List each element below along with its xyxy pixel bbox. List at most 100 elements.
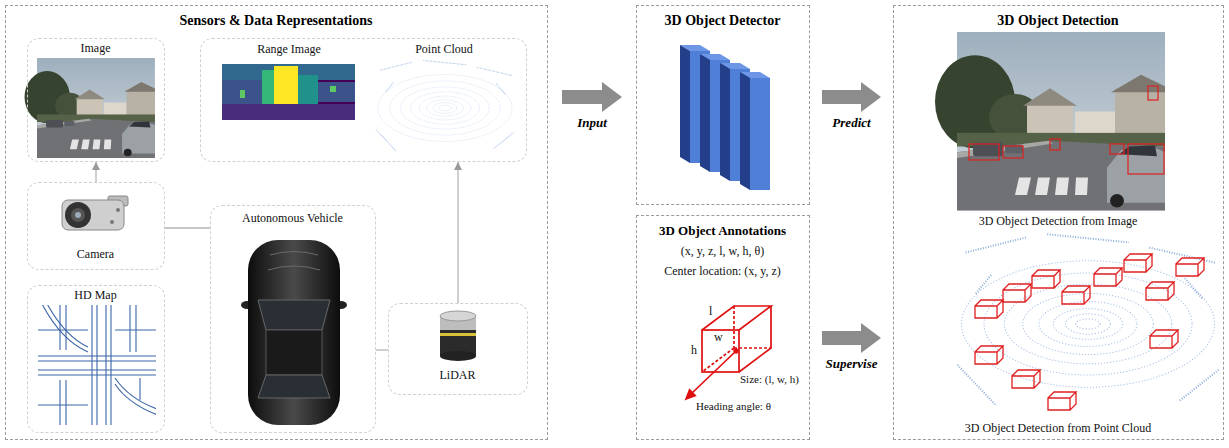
connector-part xyxy=(96,82,881,353)
detection-pointcloud-part xyxy=(1003,284,1031,302)
flow-arrow xyxy=(822,82,881,112)
camera-icon-part xyxy=(116,208,120,212)
camera-icon-part xyxy=(62,200,124,230)
camera-icon-part xyxy=(65,202,91,228)
network-blocks-part xyxy=(750,78,770,190)
detection-pointcloud-part xyxy=(1032,270,1060,288)
lidar-icon-part xyxy=(440,316,476,356)
node-label: Camera xyxy=(28,247,163,261)
panel-title: 3D Object Detector xyxy=(637,13,808,30)
detection-pointcloud-part xyxy=(1012,370,1040,388)
lidar-icon-part xyxy=(440,351,476,361)
car-topview-part xyxy=(258,300,330,330)
dimension-label: l xyxy=(709,304,712,318)
detection-pointcloud-part xyxy=(957,234,1218,405)
bounding-cube-part xyxy=(691,351,736,394)
camera-icon-part xyxy=(110,220,114,224)
panel-box: 3D Object Detection3D Object Detection f… xyxy=(893,5,1224,440)
node-label: 3D Object Detection from Image xyxy=(894,214,1222,228)
node-label: Center location: (x, y, z) xyxy=(637,264,808,278)
street-photo xyxy=(25,58,155,158)
sensor-box: Image xyxy=(27,38,165,162)
panel-title: Sensors & Data Representations xyxy=(6,13,546,30)
detection-photo-part-part xyxy=(1148,86,1158,100)
range-image xyxy=(222,64,355,120)
detection-photo-part-part xyxy=(1110,144,1124,154)
dimension-label: h xyxy=(691,343,697,357)
car-topview-part xyxy=(248,240,340,425)
detection-photo-part-part xyxy=(969,144,999,160)
bounding-cube-part xyxy=(686,390,695,399)
detection-pointcloud-part-part xyxy=(957,234,1218,405)
hd-map-part xyxy=(38,330,156,405)
point-cloud-part xyxy=(376,60,514,151)
detection-pointcloud-part xyxy=(1176,258,1204,276)
hd-map xyxy=(38,305,156,425)
panel-title: 3D Object Annotations xyxy=(637,223,808,239)
range-image-part xyxy=(222,64,355,120)
hd-map-part xyxy=(60,305,140,425)
car-topview-part xyxy=(258,375,330,398)
range-image-part xyxy=(298,75,318,105)
detection-photo xyxy=(935,32,1165,210)
bounding-cube-part xyxy=(702,306,771,330)
bounding-cube-part xyxy=(702,306,771,372)
connector-line xyxy=(376,349,388,350)
node-label: Autonomous Vehicle xyxy=(211,211,374,225)
lidar-icon xyxy=(440,311,476,361)
car-topview-part xyxy=(266,330,322,375)
detection-photo-part-part xyxy=(1050,139,1060,150)
detection-pointcloud-part xyxy=(975,346,1003,364)
sensor-box: Camera xyxy=(27,182,165,270)
bounding-cube-part xyxy=(734,349,738,353)
range-image-part xyxy=(240,90,245,98)
node-label: Heading angle: θ xyxy=(696,400,802,413)
network-blocks xyxy=(680,45,770,190)
dimension-label: w xyxy=(714,330,723,344)
camera-icon xyxy=(62,196,128,230)
flow-arrow xyxy=(822,323,881,353)
detection-photo-part-part xyxy=(1003,146,1023,158)
hd-map-part xyxy=(40,305,88,352)
panel-box: 3D Object Annotations (x, y, z, l, w, h, … xyxy=(636,215,810,440)
panel-box: 3D Object Detector xyxy=(636,5,810,205)
detection-pointcloud-part xyxy=(1062,286,1090,304)
edge-label: Input xyxy=(542,115,642,131)
range-image-part xyxy=(330,86,336,92)
range-image-part xyxy=(274,66,298,106)
hd-map-part xyxy=(115,378,156,416)
node-label: Size: (l, w, h) xyxy=(740,373,806,386)
node-label: Image xyxy=(28,41,163,55)
lidar-icon-part xyxy=(440,333,476,336)
detection-pointcloud xyxy=(957,234,1218,410)
hd-map-part xyxy=(38,356,156,375)
point-cloud xyxy=(376,60,514,151)
vehicle-box: Autonomous Vehicle xyxy=(210,205,376,433)
sensor-box: HD Map xyxy=(27,285,165,433)
detection-pointcloud-part xyxy=(1048,392,1076,410)
detection-pointcloud-part xyxy=(975,300,1003,318)
connector-line xyxy=(95,162,96,182)
edge-label: Predict xyxy=(802,115,902,131)
network-blocks-part xyxy=(720,63,730,181)
range-image-part xyxy=(222,80,262,104)
camera-icon-part xyxy=(75,212,81,218)
detection-pointcloud-part xyxy=(1094,268,1122,286)
hd-map-part xyxy=(92,305,111,425)
detection-pointcloud-part xyxy=(1146,282,1174,300)
detection-photo-part xyxy=(969,86,1164,174)
car-topview-part xyxy=(268,252,320,271)
network-blocks-part xyxy=(700,54,710,172)
node-label: (x, y, z, l, w, h, θ) xyxy=(637,244,808,258)
node-label: Point Cloud xyxy=(374,42,514,56)
network-blocks-part xyxy=(740,72,750,190)
node-label: 3D Object Detection from Point Cloud xyxy=(894,421,1222,435)
node-label: Range Image xyxy=(219,42,359,56)
node-label: LiDAR xyxy=(389,368,526,382)
connector-line xyxy=(457,162,458,303)
sensor-box: LiDAR xyxy=(388,303,528,395)
range-image-part xyxy=(318,82,355,102)
network-blocks-part xyxy=(680,45,690,163)
range-image-part xyxy=(262,70,274,108)
